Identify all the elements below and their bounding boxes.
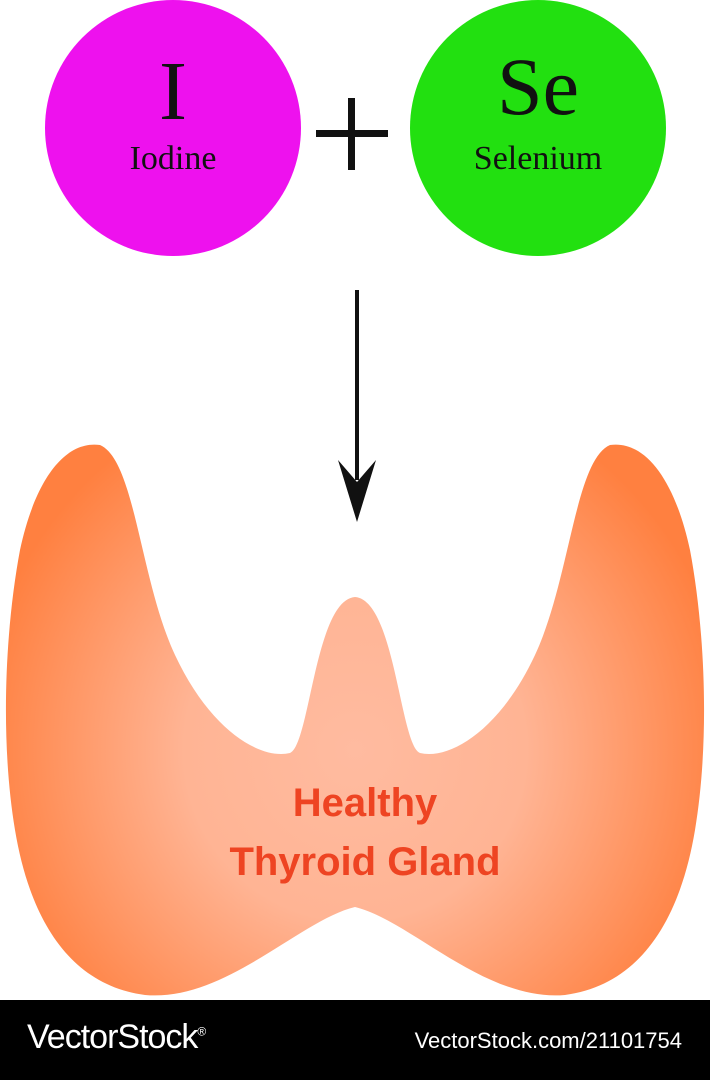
gland-label-line2: Thyroid Gland xyxy=(229,840,501,884)
gland-label-line1: Healthy xyxy=(292,781,438,825)
watermark-brand: VectorStock® xyxy=(27,1018,206,1056)
thyroid-gland-icon xyxy=(5,444,705,996)
selenium-symbol: Se xyxy=(497,41,579,132)
watermark-bar: VectorStock® VectorStock.com/21101754 xyxy=(0,1000,710,1080)
plus-icon xyxy=(316,98,388,170)
brand-text: VectorStock xyxy=(27,1018,198,1056)
iodine-name: Iodine xyxy=(129,140,217,177)
iodine-circle: I Iodine xyxy=(45,0,301,256)
selenium-circle: Se Selenium xyxy=(410,0,666,256)
brand-mark: ® xyxy=(197,1024,206,1039)
selenium-name: Selenium xyxy=(473,140,603,177)
iodine-symbol: I xyxy=(159,45,187,138)
down-arrow-icon xyxy=(338,290,376,522)
watermark-id: VectorStock.com/21101754 xyxy=(414,1028,682,1053)
